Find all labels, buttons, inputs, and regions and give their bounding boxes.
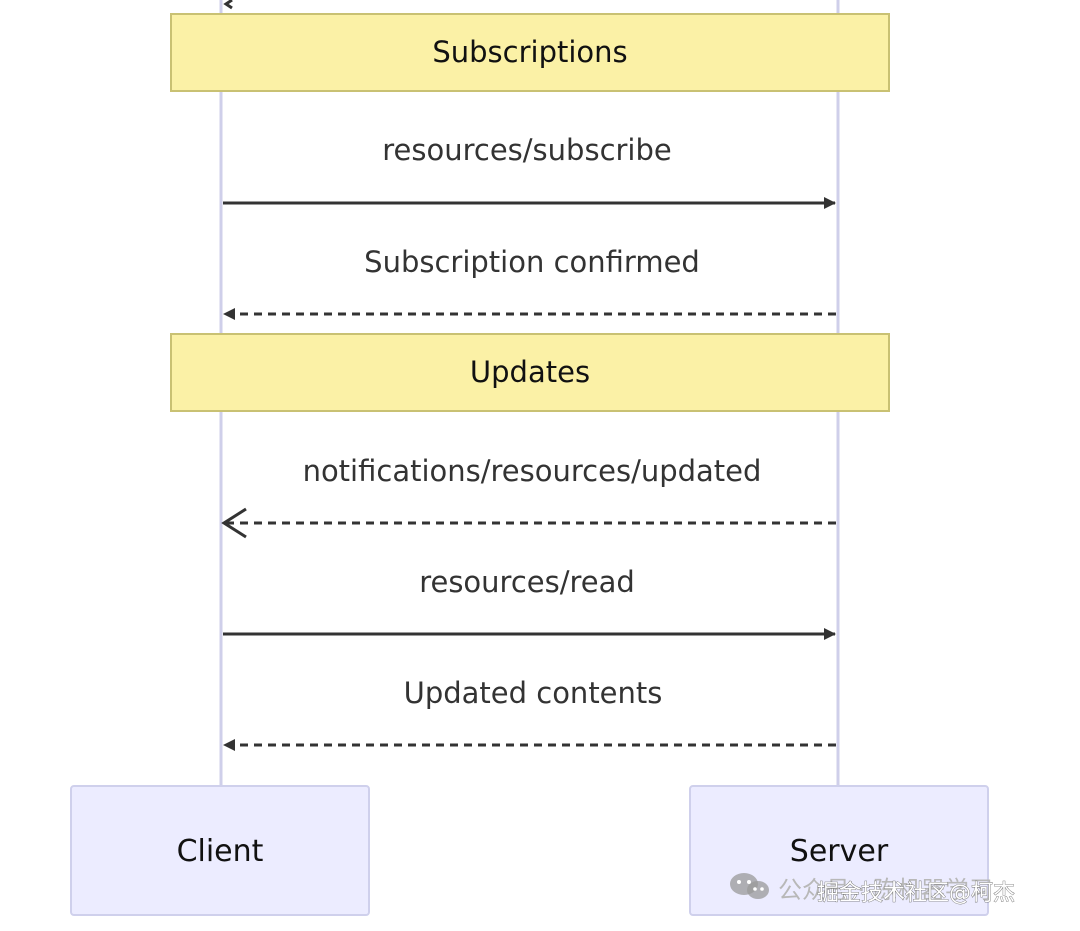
message-label: Subscription confirmed — [364, 245, 700, 279]
message-label: Updated contents — [404, 676, 663, 710]
watermark-front-text: 掘金技术社区@柯杰 — [817, 881, 1015, 906]
message-label: notifications/resources/updated — [303, 454, 762, 488]
watermark: 公众号 · 陈机器学习 掘金技术社区@柯杰 — [730, 873, 1015, 906]
actor-label: Client — [177, 834, 264, 869]
note-label: Subscriptions — [432, 35, 627, 69]
note-label: Updates — [470, 355, 590, 389]
message-resources-subscribe: resources/subscribe — [223, 133, 836, 209]
actor-box — [70, 785, 370, 916]
note-subscriptions: Subscriptions — [170, 13, 890, 92]
top-partial-arrow — [223, 0, 233, 10]
message-label: resources/subscribe — [382, 133, 672, 167]
note-box — [170, 333, 890, 412]
message-label: resources/read — [419, 565, 635, 599]
actor-label: Server — [790, 834, 889, 869]
message-resources-read: resources/read — [223, 565, 836, 640]
note-box — [170, 13, 890, 92]
open-arrowhead — [221, 507, 247, 539]
note-updates: Updates — [170, 333, 890, 412]
wechat-icon — [730, 873, 769, 899]
message-subscription-confirmed: Subscription confirmed — [223, 245, 836, 320]
actor-client: Client — [70, 785, 370, 916]
message-notifications-updated: notifications/resources/updated — [221, 454, 836, 539]
watermark-back-text: 公众号 · 陈机器学习 — [778, 876, 993, 904]
message-updated-contents: Updated contents — [223, 676, 836, 751]
